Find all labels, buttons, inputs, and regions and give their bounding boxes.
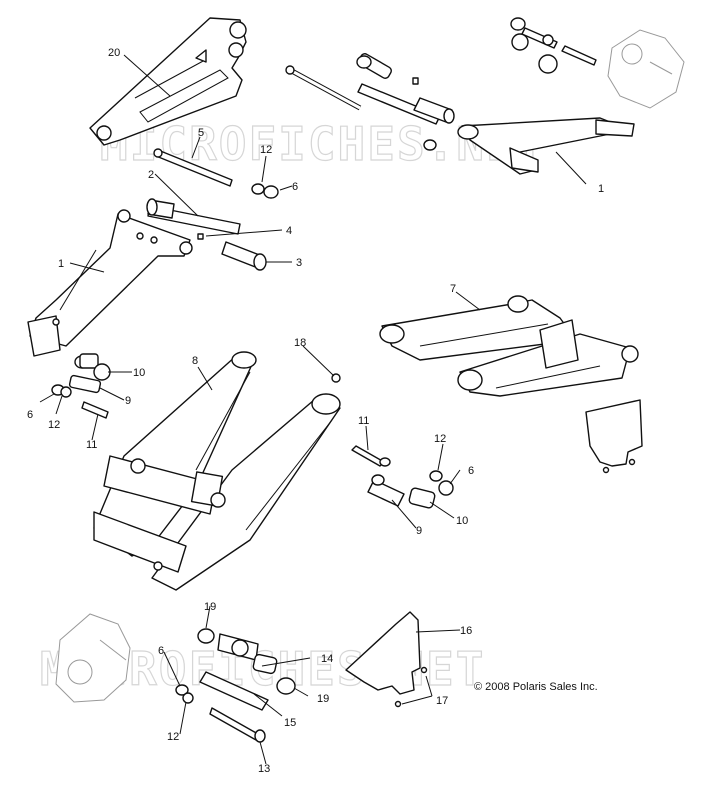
callout-3: 3 — [296, 257, 302, 269]
callout-6-top: 6 — [292, 181, 298, 193]
part-20-bracket — [89, 17, 247, 146]
callout-19-bottom: 19 — [317, 693, 329, 705]
callout-14: 14 — [321, 653, 333, 665]
lower-hardware — [175, 628, 296, 743]
callout-20: 20 — [108, 47, 120, 59]
upper-right-hardware — [510, 17, 597, 74]
callout-18: 18 — [294, 337, 306, 349]
upper-center-hardware — [285, 53, 455, 151]
callout-17: 17 — [436, 695, 448, 707]
part-2-shaft — [146, 198, 241, 235]
callout-12-top: 12 — [260, 144, 272, 156]
callout-6-right: 6 — [468, 465, 474, 477]
callout-1-right: 1 — [598, 183, 604, 195]
upper-right-housing — [607, 29, 685, 109]
callout-4: 4 — [286, 225, 292, 237]
part-5-bolt — [153, 148, 233, 187]
callout-6-left: 6 — [27, 409, 33, 421]
callout-5: 5 — [198, 127, 204, 139]
callout-16: 16 — [460, 625, 472, 637]
callout-19-top: 19 — [204, 601, 216, 613]
part-8-rear-torque-arm — [93, 351, 341, 591]
callout-10-left: 10 — [133, 367, 145, 379]
rear-plate — [585, 399, 643, 474]
callout-9-left: 9 — [125, 395, 131, 407]
part-12-6-fasteners-top — [197, 183, 279, 271]
part-1-upper-arm-left — [27, 209, 193, 357]
left-bushings — [51, 353, 111, 419]
copyright-notice: © 2008 Polaris Sales Inc. — [474, 681, 598, 693]
callout-9-right: 9 — [416, 525, 422, 537]
callout-12-right: 12 — [434, 433, 446, 445]
callout-12-left: 12 — [48, 419, 60, 431]
callout-13: 13 — [258, 763, 270, 775]
callout-6-bottom: 6 — [158, 645, 164, 657]
leader-lines — [39, 54, 587, 765]
callout-12-bottom: 12 — [167, 731, 179, 743]
callout-15: 15 — [284, 717, 296, 729]
right-bushings — [351, 445, 454, 509]
callout-labels: 20 5 12 6 2 4 3 1 1 7 8 18 10 9 6 12 11 … — [27, 47, 604, 775]
callout-8: 8 — [192, 355, 198, 367]
callout-11-left: 11 — [86, 439, 97, 451]
part-1-upper-arm-right — [457, 117, 635, 175]
callout-2: 2 — [148, 169, 154, 181]
callout-11-right: 11 — [358, 415, 369, 427]
callout-7: 7 — [450, 283, 456, 295]
lower-left-housing — [55, 613, 131, 703]
callout-10-right: 10 — [456, 515, 468, 527]
part-7-front-torque-arm — [379, 295, 639, 397]
callout-1-left: 1 — [58, 258, 64, 270]
part-16-guard — [345, 611, 428, 708]
